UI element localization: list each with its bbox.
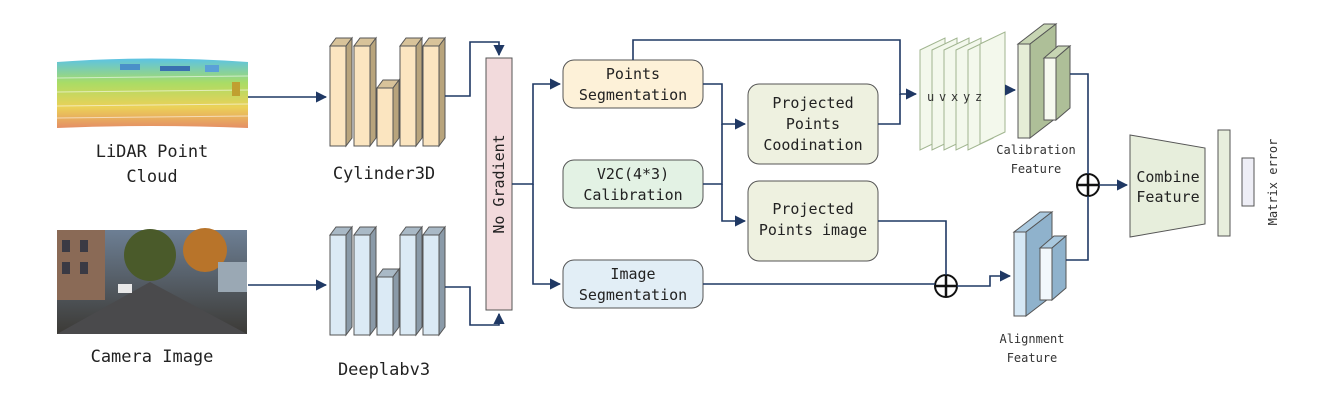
projected-image-line1: Projected <box>772 200 853 218</box>
projected-coord-line3: Coodination <box>763 136 862 154</box>
output-layer-1 <box>1217 129 1231 237</box>
projected-coord-line2: Points <box>786 115 840 133</box>
projected-image-line2: Points image <box>759 221 867 239</box>
projected-channel-stack <box>919 31 1006 151</box>
channel-z: z <box>975 90 982 104</box>
channel-u: u <box>927 90 934 104</box>
alignment-feature-line1: Alignment <box>999 332 1064 346</box>
lidar-point-cloud-image <box>56 58 249 128</box>
v2c-line1: V2C(4*3) <box>597 165 669 183</box>
image-segmentation-line2: Segmentation <box>579 286 687 304</box>
cylinder3d-label: Cylinder3D <box>333 164 435 184</box>
camera-image <box>57 228 247 334</box>
combine-feature-block <box>1129 134 1206 238</box>
no-gradient-label: No Gradient <box>490 134 508 233</box>
camera-label: Camera Image <box>91 347 214 367</box>
combine-feature-line1: Combine <box>1136 168 1199 186</box>
deeplabv3-label: Deeplabv3 <box>338 360 430 380</box>
image-segmentation-line1: Image <box>610 265 655 283</box>
calibration-feature-line1: Calibration <box>996 143 1075 157</box>
channel-x: x <box>951 90 958 104</box>
channel-v: v <box>939 90 946 104</box>
lidar-label-line1: LiDAR Point <box>96 142 209 162</box>
matrix-error-label: Matrix error <box>1266 139 1280 226</box>
channel-y: y <box>963 90 970 104</box>
v2c-line2: Calibration <box>583 186 682 204</box>
projected-coord-line1: Projected <box>772 94 853 112</box>
sum-node-alignment <box>934 274 958 298</box>
alignment-feature-block <box>1012 210 1068 318</box>
connectors <box>248 39 1129 326</box>
cylinder3d-encoder <box>329 36 446 148</box>
alignment-feature-line2: Feature <box>1007 351 1058 365</box>
sum-node-combine <box>1076 173 1100 197</box>
lidar-label-line2: Cloud <box>126 167 177 187</box>
points-segmentation-line2: Segmentation <box>579 86 687 104</box>
deeplabv3-encoder <box>329 225 446 337</box>
calibration-feature-line2: Feature <box>1011 162 1062 176</box>
combine-feature-line2: Feature <box>1136 188 1199 206</box>
points-segmentation-line1: Points <box>606 65 660 83</box>
calibration-feature-block <box>1016 22 1072 140</box>
output-layer-2 <box>1241 157 1255 207</box>
no-gradient-block <box>485 57 513 311</box>
